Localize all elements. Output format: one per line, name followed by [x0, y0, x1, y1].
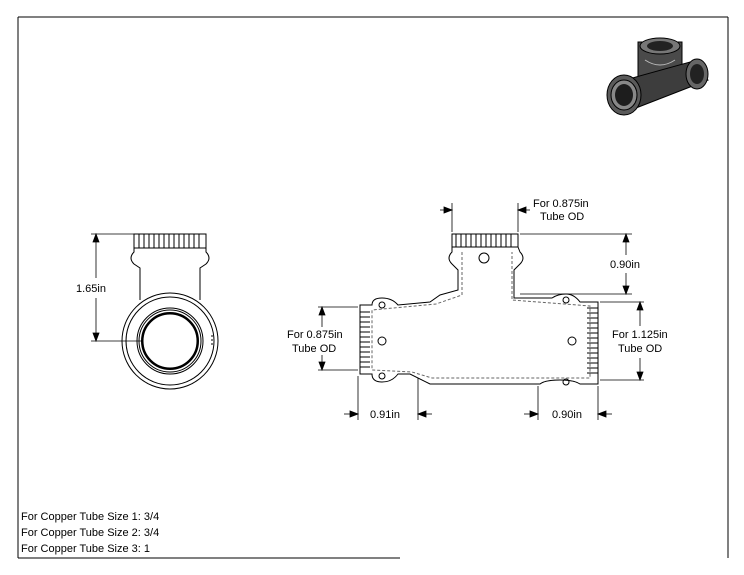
dim-left-length-label: 0.91in	[370, 409, 400, 421]
tube-size-note-3: For Copper Tube Size 3: 1	[21, 543, 151, 555]
right-socket-ridges	[587, 307, 598, 374]
socket-ridges	[138, 234, 200, 248]
dim-left-od-label-2: Tube OD	[292, 343, 336, 355]
dim-right-length-label: 0.90in	[552, 409, 582, 421]
dim-top-branch-od	[440, 203, 530, 232]
end-view	[121, 233, 219, 390]
dim-right-od-label-2: Tube OD	[618, 343, 662, 355]
dim-right-length	[524, 386, 612, 420]
left-socket-ridges	[360, 311, 370, 368]
dim-top-branch-od-label-2: Tube OD	[540, 211, 584, 223]
side-view	[359, 233, 599, 386]
dim-left-od-label-1: For 0.875in	[287, 329, 343, 341]
tube-size-note-2: For Copper Tube Size 2: 3/4	[21, 527, 160, 539]
dim-top-branch-od-label-1: For 0.875in	[533, 198, 589, 210]
tube-size-notes: For Copper Tube Size 1: 3/4 For Copper T…	[21, 509, 159, 557]
dim-branch-length-label: 0.90in	[610, 259, 640, 271]
dim-right-od	[600, 300, 644, 382]
branch-socket-ridges	[455, 234, 512, 247]
dim-left-length	[344, 376, 432, 420]
dim-left-od	[318, 305, 358, 372]
tube-size-note-1: For Copper Tube Size 1: 3/4	[21, 511, 160, 523]
dim-branch-length	[520, 232, 632, 296]
dim-height	[91, 232, 142, 343]
sheet-border	[17, 16, 729, 559]
dim-right-od-label-1: For 1.125in	[612, 329, 668, 341]
dim-height-label: 1.65in	[76, 283, 106, 295]
fitting-3d-thumbnail	[606, 37, 709, 116]
